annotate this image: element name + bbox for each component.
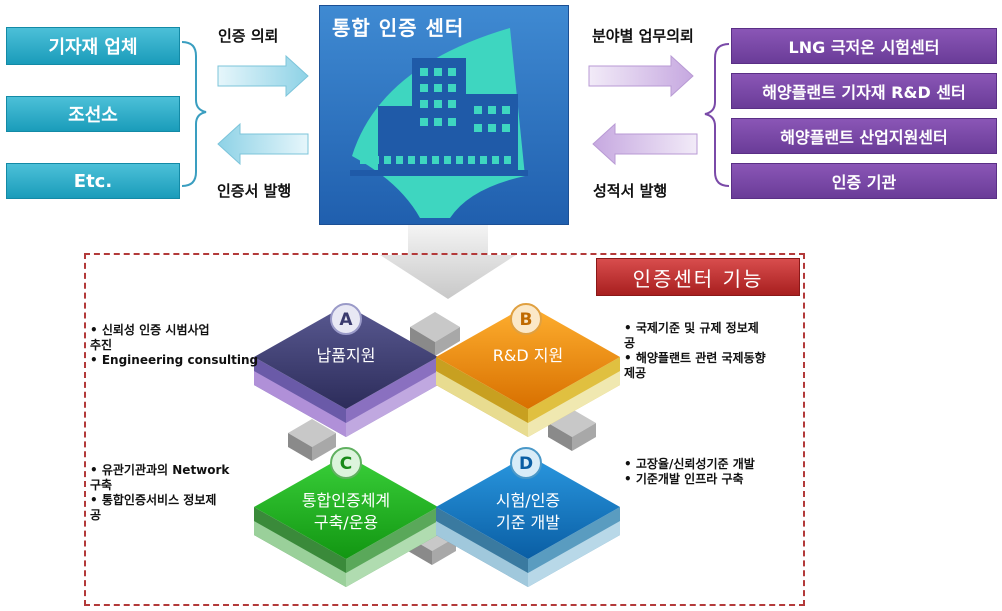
note-a-line: 추진	[90, 338, 113, 352]
connector-top	[410, 312, 460, 356]
circle-a	[330, 303, 362, 335]
center-title: 통합 인증 센터	[332, 16, 465, 40]
left-box-shipyard: 조선소	[6, 96, 180, 132]
note-a-line: • 신뢰성 인증 시범사업	[90, 323, 210, 337]
note-b-line: 공	[624, 336, 636, 350]
note-c-line: • 통합인증서비스 정보제	[90, 493, 217, 507]
functions-title: 인증센터 기능	[596, 258, 800, 296]
left-box-etc: Etc.	[6, 163, 180, 199]
certificate-arrow	[217, 122, 309, 166]
letter-a: A	[339, 310, 353, 330]
note-d: • 고장율/신뢰성기준 개발 • 기준개발 인프라 구축	[624, 457, 802, 487]
label-d-line2: 기준 개발	[496, 513, 560, 532]
down-arrow	[380, 225, 516, 299]
right-box-industry-center: 해양플랜트 산업지원센터	[731, 118, 997, 154]
tile-a	[254, 305, 438, 437]
left-brace	[181, 41, 207, 187]
right-box-lng-center: LNG 극저온 시험센터	[731, 28, 997, 64]
functions-diagram: A B C D 납품지원 R&D 지원 통합인증체계 구축/운용 시험/인증 기…	[254, 303, 620, 587]
circle-c	[330, 447, 362, 479]
letter-d: D	[519, 454, 533, 474]
label-field-request: 분야별 업무의뢰	[592, 27, 694, 45]
label-a: 납품지원	[317, 346, 376, 365]
letter-b: B	[520, 310, 533, 330]
center-card: 통합 인증 센터	[319, 5, 569, 225]
right-box-cert-agency: 인증 기관	[731, 163, 997, 199]
right-box-rnd-center: 해양플랜트 기자재 R&D 센터	[731, 73, 997, 109]
note-b-line: • 해양플랜트 관련 국제동향	[624, 351, 766, 365]
left-box-supplier: 기자재 업체	[6, 27, 180, 65]
tile-c	[254, 455, 438, 587]
label-d-line1: 시험/인증	[496, 491, 560, 510]
note-d-line: • 고장율/신뢰성기준 개발	[624, 457, 755, 471]
left-flow-graphics	[181, 41, 309, 187]
circle-d	[510, 447, 542, 479]
label-request: 인증 의뢰	[218, 27, 279, 45]
right-flow-graphics	[588, 43, 730, 187]
note-b-line: 제공	[624, 366, 647, 380]
note-c-line: 구축	[90, 478, 113, 492]
tile-b	[436, 305, 620, 437]
circle-b	[510, 303, 542, 335]
functions-frame	[84, 253, 805, 606]
note-b: • 국제기준 및 규제 정보제 공 • 해양플랜트 관련 국제동향 제공	[624, 321, 802, 381]
right-brace	[704, 43, 730, 187]
label-b: R&D 지원	[493, 346, 563, 365]
note-a-line: • Engineering consulting	[90, 353, 259, 367]
report-arrow	[592, 122, 698, 166]
note-b-line: • 국제기준 및 규제 정보제	[624, 321, 759, 335]
request-arrow	[217, 54, 309, 98]
letter-c: C	[340, 454, 352, 474]
note-c-line: • 유관기관과의 Network	[90, 463, 230, 477]
building-icon	[350, 28, 528, 218]
note-a: • 신뢰성 인증 시범사업 추진 • Engineering consultin…	[90, 323, 260, 368]
label-issue-report: 성적서 발행	[593, 182, 668, 200]
note-c-line: 공	[90, 508, 102, 522]
tile-d	[436, 455, 620, 587]
field-request-arrow	[588, 54, 694, 98]
connector-left	[288, 419, 336, 461]
label-issue-certificate: 인증서 발행	[217, 182, 292, 200]
note-c: • 유관기관과의 Network 구축 • 통합인증서비스 정보제 공	[90, 463, 260, 523]
label-c-line2: 구축/운용	[314, 513, 378, 532]
label-c-line1: 통합인증체계	[302, 491, 390, 510]
note-d-line: • 기준개발 인프라 구축	[624, 472, 744, 486]
